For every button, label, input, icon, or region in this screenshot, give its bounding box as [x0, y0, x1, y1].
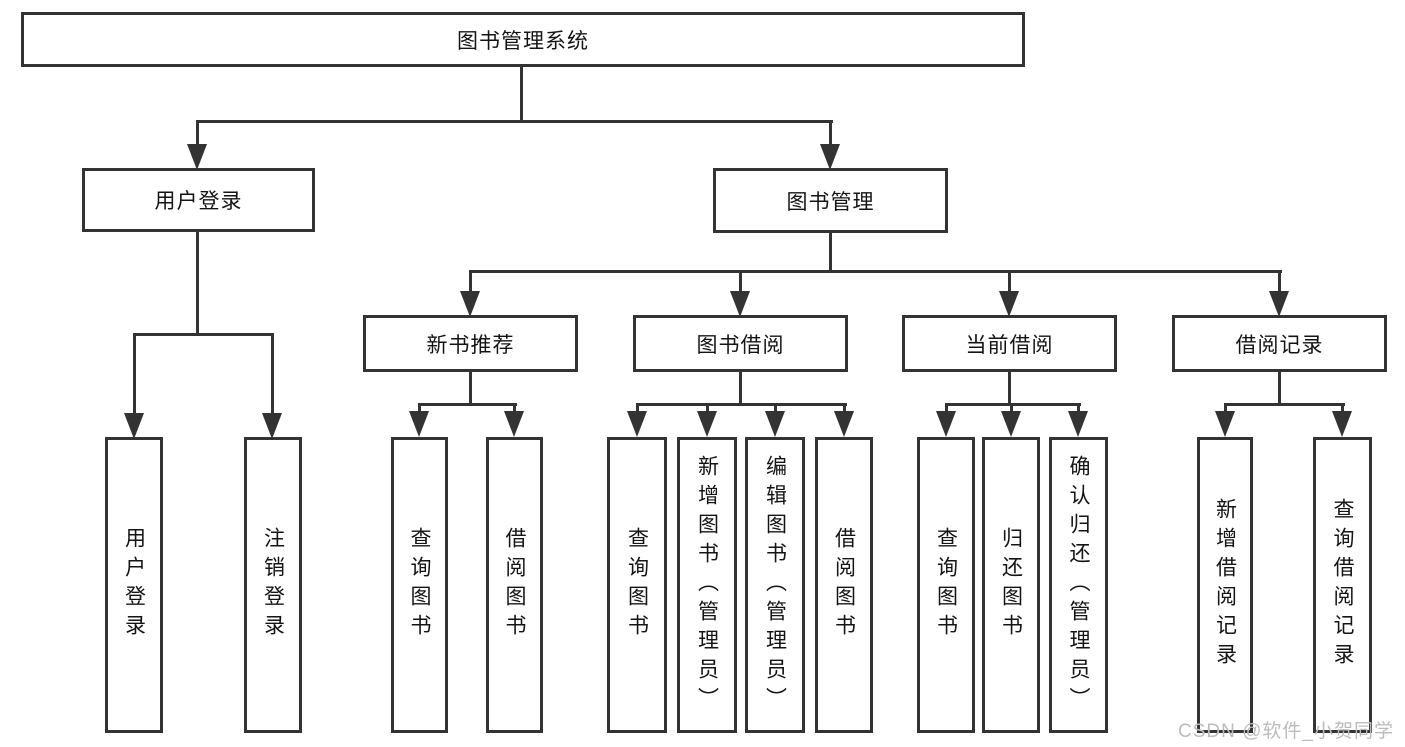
arrow-down-icon — [1332, 411, 1352, 437]
connector-line — [469, 270, 1282, 273]
connector-line — [636, 403, 847, 406]
leaf-records-add-record: 新增借阅记录 — [1197, 437, 1253, 733]
node-new-book-recommend: 新书推荐 — [363, 315, 578, 372]
connector-line — [196, 232, 199, 335]
leaf-current-return-books: 归还图书 — [982, 437, 1040, 733]
connector-line — [1341, 403, 1344, 415]
connector-line — [1008, 270, 1011, 293]
arrow-down-icon — [504, 411, 524, 437]
arrow-down-icon — [765, 411, 785, 437]
connector-line — [520, 67, 523, 123]
arrow-down-icon — [697, 411, 717, 437]
arrow-down-icon — [1001, 411, 1021, 437]
node-root: 图书管理系统 — [21, 12, 1025, 67]
connector-line — [133, 333, 136, 413]
connector-line — [829, 233, 832, 272]
connector-line — [418, 403, 517, 406]
arrow-down-icon — [262, 413, 282, 439]
leaf-user-login: 用户登录 — [105, 437, 163, 733]
connector-line — [1077, 403, 1080, 415]
connector-line — [196, 120, 199, 148]
node-user-login-branch: 用户登录 — [82, 168, 315, 232]
connector-line — [774, 403, 777, 415]
leaf-records-query-record: 查询借阅记录 — [1313, 437, 1372, 733]
csdn-watermark: CSDN @软件_小贺同学 — [1178, 721, 1394, 742]
arrow-down-icon — [1269, 291, 1289, 317]
arrow-down-icon — [1068, 411, 1088, 437]
connector-line — [1224, 403, 1345, 406]
connector-line — [418, 403, 421, 415]
arrow-down-icon — [409, 411, 429, 437]
connector-line — [1278, 372, 1281, 406]
leaf-current-confirm-return-admin: 确认归还（管理员） — [1049, 437, 1108, 733]
arrow-down-icon — [1215, 411, 1235, 437]
leaf-newbook-query-books: 查询图书 — [391, 437, 448, 733]
node-book-borrow: 图书借阅 — [633, 315, 848, 372]
leaf-borrow-edit-books-admin: 编辑图书（管理员） — [745, 437, 805, 733]
connector-line — [1008, 372, 1011, 406]
arrow-down-icon — [820, 144, 840, 170]
node-current-borrow: 当前借阅 — [902, 315, 1117, 372]
connector-line — [1278, 270, 1281, 293]
arrow-down-icon — [730, 291, 750, 317]
connector-line — [739, 270, 742, 293]
connector-line — [133, 333, 274, 336]
connector-line — [469, 270, 472, 293]
leaf-current-query-books: 查询图书 — [917, 437, 975, 733]
leaf-borrow-add-books-admin: 新增图书（管理员） — [677, 437, 737, 733]
connector-line — [945, 403, 948, 415]
arrow-down-icon — [627, 411, 647, 437]
connector-line — [636, 403, 639, 415]
arrow-down-icon — [460, 291, 480, 317]
leaf-borrow-borrow-books: 借阅图书 — [815, 437, 873, 733]
arrow-down-icon — [124, 413, 144, 439]
connector-line — [271, 333, 274, 413]
leaf-logout: 注销登录 — [244, 437, 302, 733]
connector-line — [843, 403, 846, 415]
arrow-down-icon — [834, 411, 854, 437]
connector-line — [1224, 403, 1227, 415]
connector-line — [1010, 403, 1013, 415]
arrow-down-icon — [936, 411, 956, 437]
leaf-borrow-query-books: 查询图书 — [607, 437, 667, 733]
connector-line — [706, 403, 709, 415]
connector-line — [829, 120, 832, 148]
arrow-down-icon — [187, 144, 207, 170]
leaf-newbook-borrow-books: 借阅图书 — [486, 437, 543, 733]
connector-line — [945, 403, 1081, 406]
connector-line — [513, 403, 516, 415]
node-book-management-branch: 图书管理 — [713, 168, 948, 233]
connector-line — [469, 372, 472, 406]
node-borrow-records: 借阅记录 — [1172, 315, 1387, 372]
connector-line — [739, 372, 742, 406]
arrow-down-icon — [999, 291, 1019, 317]
connector-line — [196, 120, 833, 123]
